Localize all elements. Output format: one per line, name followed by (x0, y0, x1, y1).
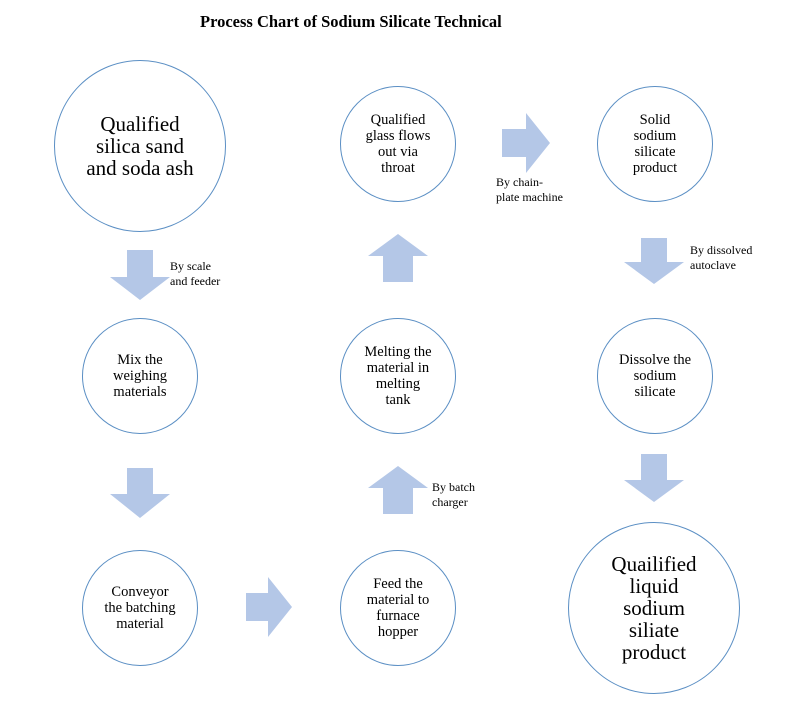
label-batch-charger: By batch charger (432, 480, 475, 509)
node-glass-throat-label: Qualified glass flows out via throat (365, 112, 431, 176)
arrow-up-2-icon (368, 230, 428, 290)
node-glass-throat: Qualified glass flows out via throat (340, 86, 456, 202)
node-solid-product-label: Solid sodium silicate product (632, 112, 678, 176)
arrow-right-2-icon (502, 113, 562, 173)
node-feed-hopper-label: Feed the material to furnace hopper (366, 576, 430, 640)
node-liquid-product: Quailified liquid sodium siliate product (568, 522, 740, 694)
label-autoclave: By dissolved autoclave (690, 243, 753, 272)
node-feed-hopper: Feed the material to furnace hopper (340, 550, 456, 666)
node-melting-tank: Melting the material in melting tank (340, 318, 456, 434)
node-dissolve-label: Dissolve the sodium silicate (618, 352, 692, 400)
arrow-right-1-icon (244, 577, 304, 637)
arrow-down-1-icon (110, 250, 170, 310)
node-dissolve: Dissolve the sodium silicate (597, 318, 713, 434)
arrow-down-4-icon (624, 452, 684, 512)
node-raw-materials: Qualified silica sand and soda ash (54, 60, 226, 232)
node-conveyor-label: Conveyor the batching material (104, 584, 176, 632)
label-chain-plate: By chain- plate machine (496, 175, 563, 204)
node-solid-product: Solid sodium silicate product (597, 86, 713, 202)
node-mix-materials: Mix the weighing materials (82, 318, 198, 434)
arrow-down-2-icon (110, 466, 170, 526)
node-liquid-product-label: Quailified liquid sodium siliate product (611, 552, 697, 664)
node-raw-materials-label: Qualified silica sand and soda ash (86, 112, 194, 180)
arrow-down-3-icon (624, 236, 684, 296)
node-conveyor: Conveyor the batching material (82, 550, 198, 666)
page-title: Process Chart of Sodium Silicate Technic… (200, 12, 502, 31)
node-mix-materials-label: Mix the weighing materials (113, 352, 167, 400)
label-scale-feeder: By scale and feeder (170, 259, 221, 288)
node-melting-tank-label: Melting the material in melting tank (364, 344, 432, 408)
arrow-up-1-icon (368, 462, 428, 522)
